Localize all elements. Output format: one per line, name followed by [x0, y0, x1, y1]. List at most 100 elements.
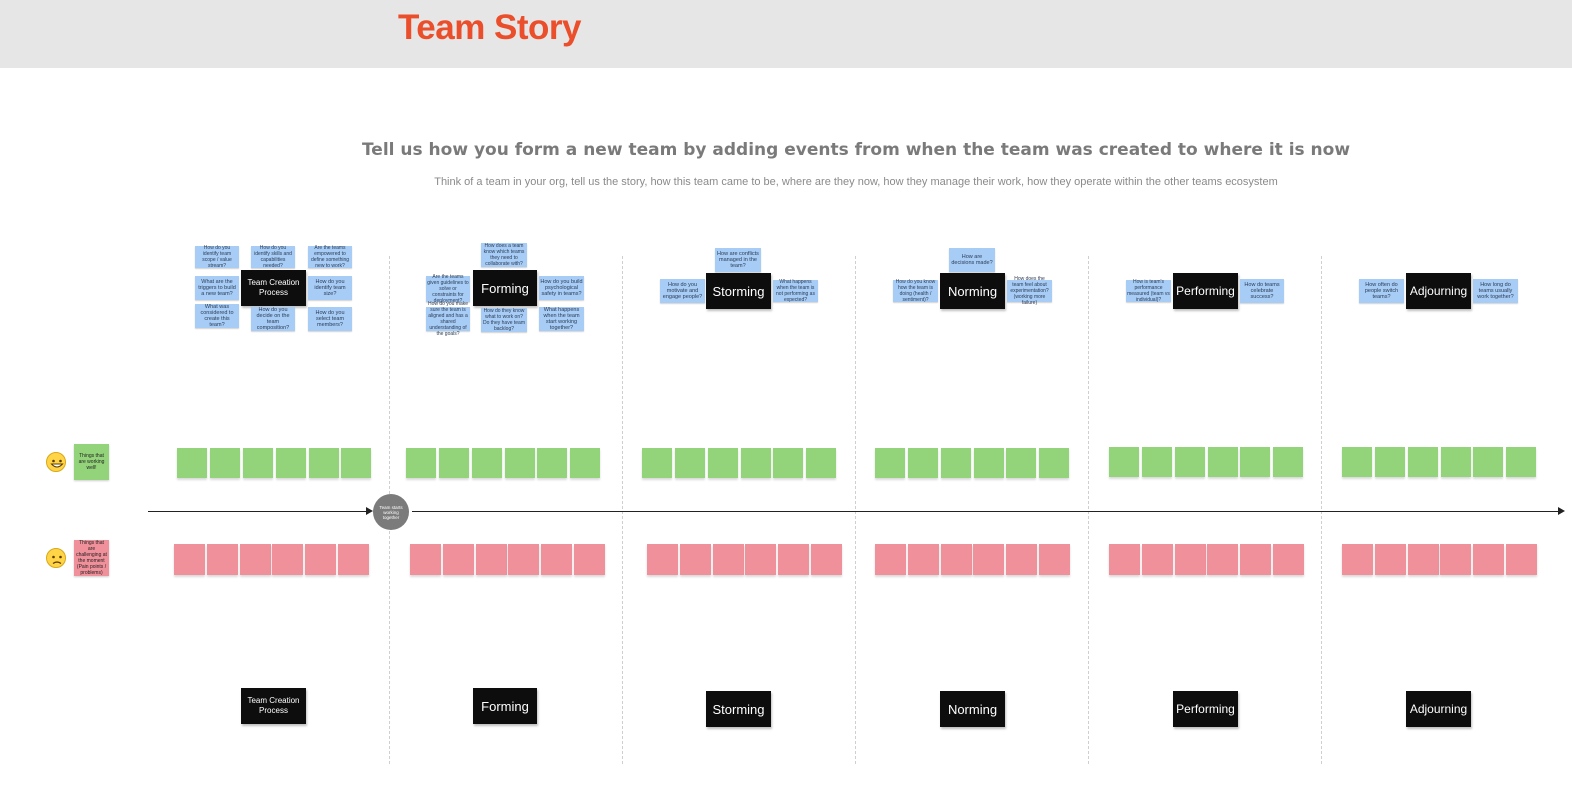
negative-sticky-note[interactable] [1142, 544, 1173, 575]
negative-sticky-note[interactable] [1375, 544, 1406, 575]
negative-sticky-note[interactable] [811, 544, 842, 575]
stage-top-forming[interactable]: Forming [473, 270, 537, 306]
question-note[interactable]: Are the teams empowered to define someth… [308, 245, 352, 269]
question-note[interactable]: How does the team feel about experimenta… [1007, 276, 1052, 306]
positive-sticky-note[interactable] [177, 448, 207, 478]
question-note[interactable]: How is team's performance measured (team… [1126, 279, 1171, 303]
negative-sticky-note[interactable] [1506, 544, 1537, 575]
positive-sticky-note[interactable] [708, 448, 738, 478]
negative-sticky-note[interactable] [1473, 544, 1504, 575]
stage-bottom-performing[interactable]: Performing [1173, 691, 1238, 727]
positive-sticky-note[interactable] [210, 448, 240, 478]
question-note[interactable]: How do teams celebrate success? [1240, 279, 1284, 303]
positive-sticky-note[interactable] [908, 448, 938, 478]
negative-sticky-note[interactable] [1408, 544, 1439, 575]
positive-sticky-note[interactable] [642, 448, 672, 478]
negative-sticky-note[interactable] [410, 544, 441, 575]
positive-sticky-note[interactable] [309, 448, 339, 478]
positive-sticky-note[interactable] [941, 448, 971, 478]
positive-sticky-note[interactable] [1342, 447, 1372, 477]
question-note[interactable]: How do you motivate and engage people? [660, 279, 705, 303]
question-note[interactable]: What are the triggers to build a new tea… [195, 276, 239, 300]
positive-sticky-note[interactable] [341, 448, 371, 478]
negative-sticky-note[interactable] [745, 544, 776, 575]
positive-legend-note[interactable]: Things that are working well! [74, 444, 109, 480]
negative-sticky-note[interactable] [272, 544, 303, 575]
negative-sticky-note[interactable] [574, 544, 605, 575]
negative-sticky-note[interactable] [973, 544, 1004, 575]
negative-sticky-note[interactable] [508, 544, 539, 575]
positive-sticky-note[interactable] [773, 448, 803, 478]
negative-sticky-note[interactable] [941, 544, 972, 575]
stage-top-team-creation-process[interactable]: Team Creation Process [241, 270, 306, 306]
negative-sticky-note[interactable] [443, 544, 474, 575]
negative-sticky-note[interactable] [338, 544, 369, 575]
negative-sticky-note[interactable] [476, 544, 507, 575]
negative-sticky-note[interactable] [207, 544, 238, 575]
question-note[interactable]: How do you identify team scope / value s… [195, 245, 239, 269]
stage-bottom-storming[interactable]: Storming [706, 691, 771, 727]
stage-top-storming[interactable]: Storming [706, 273, 771, 309]
positive-sticky-note[interactable] [505, 448, 535, 478]
positive-sticky-note[interactable] [1039, 448, 1069, 478]
question-note[interactable]: How are decisions made? [949, 248, 995, 272]
milestone-circle[interactable]: Team starts working together [373, 494, 409, 530]
question-note[interactable]: Are the teams given guidelines to solve … [426, 274, 470, 304]
stage-bottom-forming[interactable]: Forming [473, 688, 537, 724]
question-note[interactable]: How do you build psychological safety in… [539, 276, 584, 300]
negative-sticky-note[interactable] [1109, 544, 1140, 575]
negative-sticky-note[interactable] [541, 544, 572, 575]
negative-sticky-note[interactable] [240, 544, 271, 575]
question-note[interactable]: What was considered to create this team? [195, 304, 239, 328]
negative-sticky-note[interactable] [1039, 544, 1070, 575]
negative-sticky-note[interactable] [1207, 544, 1238, 575]
positive-sticky-note[interactable] [741, 448, 771, 478]
positive-sticky-note[interactable] [472, 448, 502, 478]
stage-bottom-adjourning[interactable]: Adjourning [1406, 691, 1471, 727]
positive-sticky-note[interactable] [1408, 447, 1438, 477]
positive-sticky-note[interactable] [1208, 447, 1238, 477]
question-note[interactable]: How long do teams usually work together? [1473, 279, 1518, 303]
negative-sticky-note[interactable] [875, 544, 906, 575]
question-note[interactable]: How do you decide on the team compositio… [251, 307, 295, 331]
negative-sticky-note[interactable] [1240, 544, 1271, 575]
negative-legend-note[interactable]: Things that are challenging at the momen… [74, 540, 109, 576]
question-note[interactable]: How do you select team members? [308, 307, 352, 331]
question-note[interactable]: How do you identify team size? [308, 276, 352, 300]
positive-sticky-note[interactable] [1375, 447, 1405, 477]
positive-sticky-note[interactable] [875, 448, 905, 478]
positive-sticky-note[interactable] [406, 448, 436, 478]
positive-sticky-note[interactable] [537, 448, 567, 478]
negative-sticky-note[interactable] [305, 544, 336, 575]
positive-sticky-note[interactable] [1506, 447, 1536, 477]
question-note[interactable]: How often do people switch teams? [1359, 279, 1404, 303]
question-note[interactable]: How are conflicts managed in the team? [715, 248, 761, 272]
positive-sticky-note[interactable] [570, 448, 600, 478]
positive-sticky-note[interactable] [974, 448, 1004, 478]
stage-top-norming[interactable]: Norming [940, 273, 1005, 309]
negative-sticky-note[interactable] [908, 544, 939, 575]
positive-sticky-note[interactable] [675, 448, 705, 478]
question-note[interactable]: How do you identify skills and capabilit… [251, 245, 295, 269]
positive-sticky-note[interactable] [439, 448, 469, 478]
stage-bottom-norming[interactable]: Norming [940, 691, 1005, 727]
stage-top-adjourning[interactable]: Adjourning [1406, 273, 1471, 309]
question-note[interactable]: How do they know what to work on? Do the… [481, 308, 527, 332]
positive-sticky-note[interactable] [1273, 447, 1303, 477]
positive-sticky-note[interactable] [1473, 447, 1503, 477]
positive-sticky-note[interactable] [1142, 447, 1172, 477]
negative-sticky-note[interactable] [1273, 544, 1304, 575]
positive-sticky-note[interactable] [806, 448, 836, 478]
positive-sticky-note[interactable] [1441, 447, 1471, 477]
negative-sticky-note[interactable] [647, 544, 678, 575]
negative-sticky-note[interactable] [680, 544, 711, 575]
positive-sticky-note[interactable] [1175, 447, 1205, 477]
positive-sticky-note[interactable] [1240, 447, 1270, 477]
negative-sticky-note[interactable] [1342, 544, 1373, 575]
positive-sticky-note[interactable] [243, 448, 273, 478]
question-note[interactable]: How do you make sure the team is aligned… [426, 301, 470, 337]
negative-sticky-note[interactable] [713, 544, 744, 575]
negative-sticky-note[interactable] [174, 544, 205, 575]
question-note[interactable]: How does a team know which teams they ne… [481, 243, 527, 267]
negative-sticky-note[interactable] [1175, 544, 1206, 575]
